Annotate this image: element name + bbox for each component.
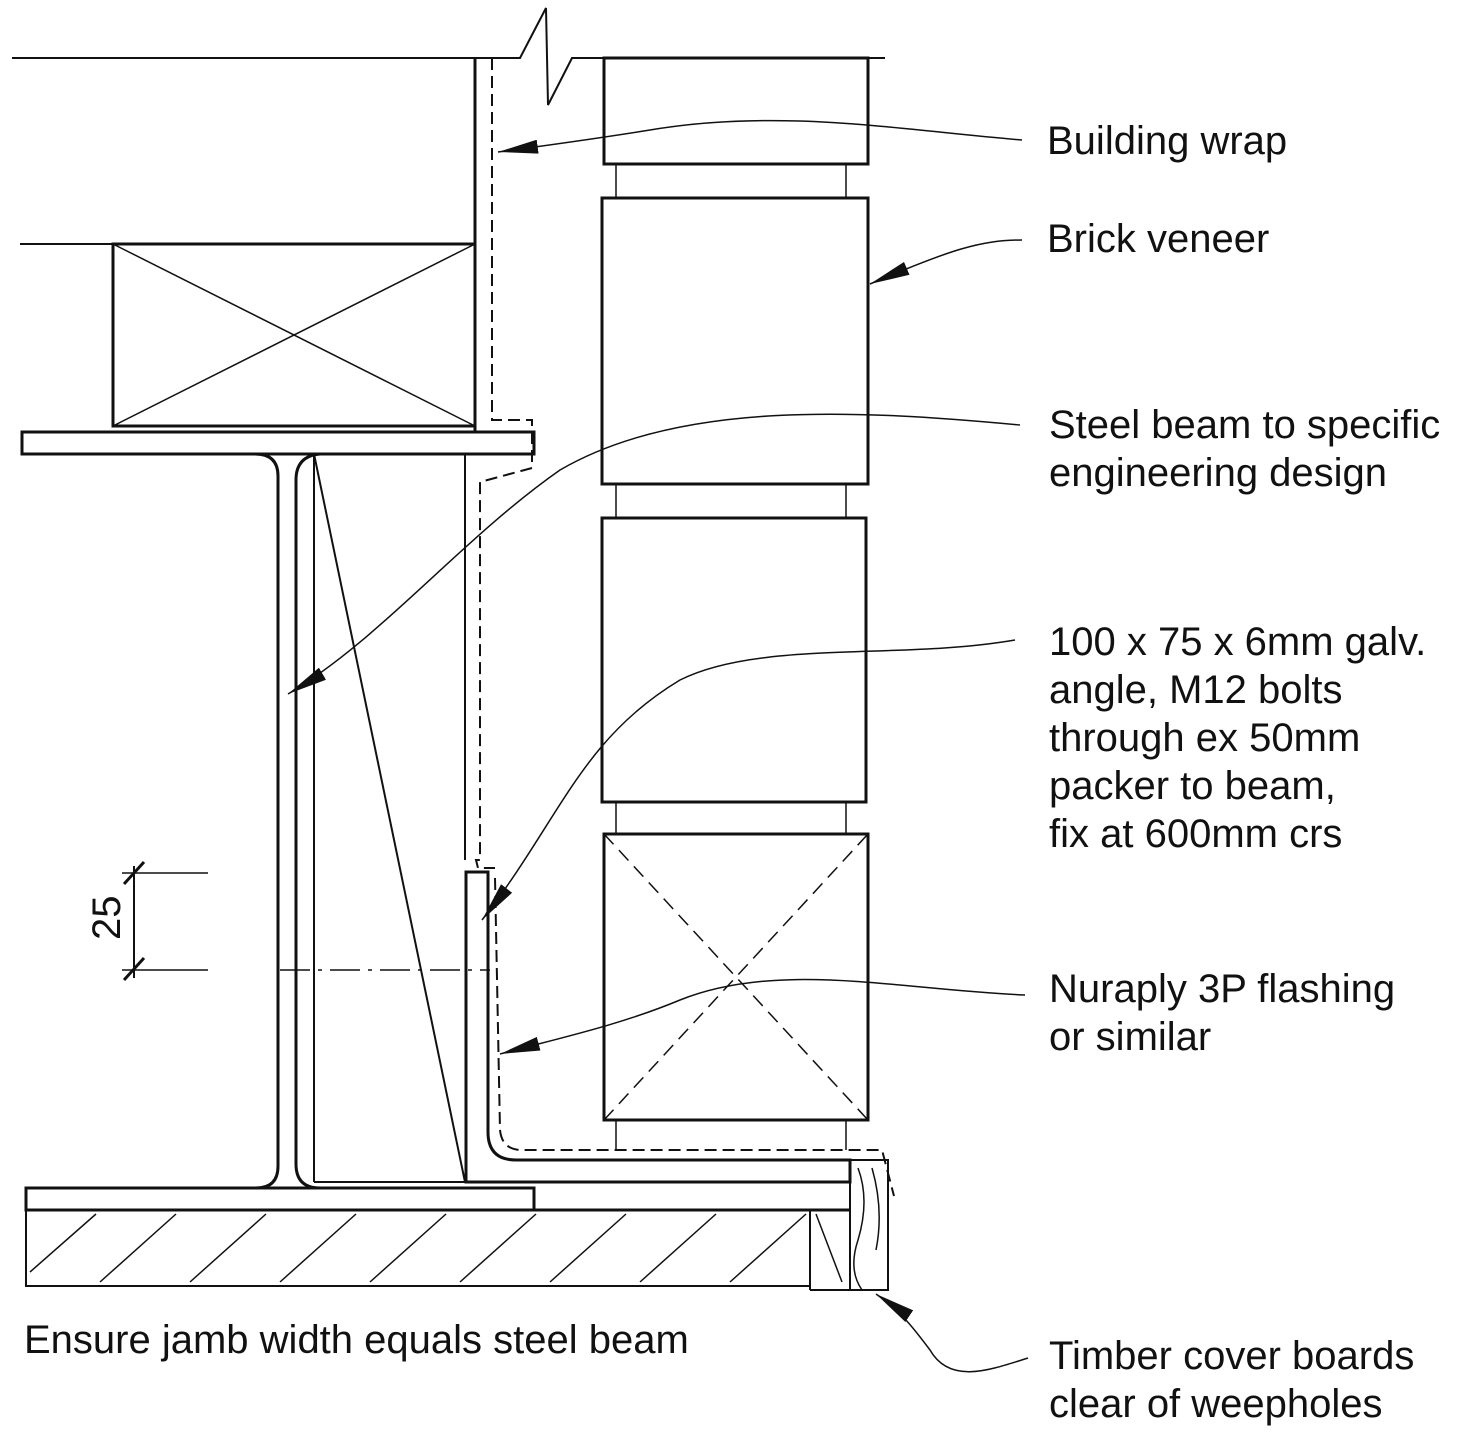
leader-building-wrap [497, 119, 1023, 154]
brick-3 [600, 516, 868, 804]
label-timber-cover-line-1: Timber cover boards [1049, 1334, 1415, 1378]
label-steel-beam-line-2: engineering design [1049, 451, 1388, 495]
leader-flashing [499, 978, 1026, 1055]
beam-web-right [294, 452, 321, 1190]
label-timber-cover: Timber cover boards clear of weepholes [1049, 1332, 1414, 1428]
label-angle: 100 x 75 x 6mm galv. angle, M12 bolts th… [1049, 618, 1426, 858]
leader-timber-cover [875, 1293, 1029, 1373]
leader-steel-beam [287, 413, 1021, 695]
substrate-hatching [29, 1213, 843, 1283]
timber-cover-board [849, 1159, 889, 1291]
label-angle-line-2: angle, M12 bolts [1049, 668, 1343, 712]
label-brick-veneer-text: Brick veneer [1047, 217, 1270, 261]
timber-plate-cross-2 [112, 243, 476, 427]
label-flashing-line-1: Nuraply 3P flashing [1049, 967, 1396, 1011]
label-angle-line-5: fix at 600mm crs [1049, 812, 1343, 856]
dimension-tick-top [122, 860, 146, 886]
label-angle-line-1: 100 x 75 x 6mm galv. [1049, 620, 1427, 664]
timber-grain [853, 1167, 880, 1291]
steel-angle [464, 870, 852, 1184]
beam-web-left [254, 452, 280, 1190]
flashing-line [494, 877, 895, 1197]
brick-4 [602, 832, 870, 1122]
dimension-value: 25 [85, 896, 129, 941]
label-building-wrap-text: Building wrap [1047, 119, 1288, 163]
jamb-note-text: Ensure jamb width equals steel beam [24, 1318, 689, 1362]
label-angle-line-4: packer to beam, [1049, 764, 1336, 808]
label-steel-beam-line-1: Steel beam to specific [1049, 403, 1441, 447]
brick-1 [602, 56, 870, 166]
label-timber-cover-line-2: clear of weepholes [1049, 1382, 1383, 1426]
label-flashing-line-2: or similar [1049, 1015, 1212, 1059]
timber-plate [111, 242, 477, 428]
label-steel-beam: Steel beam to specific engineering desig… [1049, 401, 1440, 497]
label-building-wrap: Building wrap [1047, 117, 1287, 165]
building-wrap-line [474, 58, 533, 869]
brick-2 [600, 196, 870, 486]
timber-substrate [25, 1209, 811, 1287]
dimension-tick-bottom [122, 956, 146, 982]
label-angle-line-3: through ex 50mm [1049, 716, 1361, 760]
label-brick-veneer: Brick veneer [1047, 215, 1269, 263]
beam-top-flange [20, 430, 536, 456]
packer-diagonal [313, 453, 466, 1183]
label-flashing: Nuraply 3P flashing or similar [1049, 965, 1395, 1061]
beam-bottom-flange [24, 1186, 536, 1212]
leader-angle [481, 639, 1016, 921]
jamb-note: Ensure jamb width equals steel beam [24, 1316, 689, 1364]
leader-brick-veneer [869, 239, 1023, 285]
